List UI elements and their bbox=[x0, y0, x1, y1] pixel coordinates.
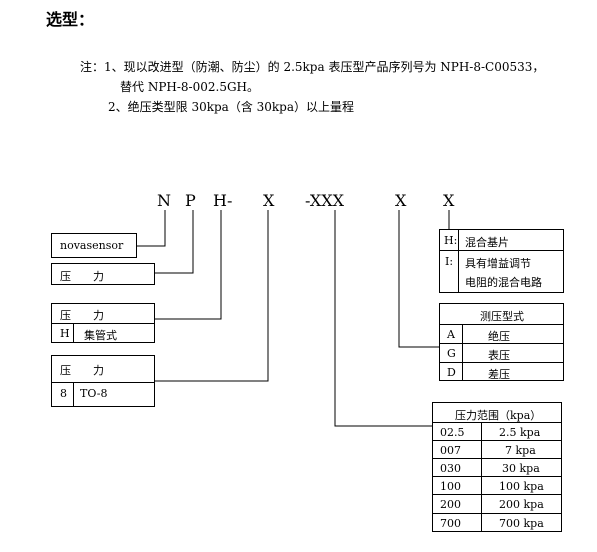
range-value: 7 kpa bbox=[505, 444, 536, 457]
range-code: 02.5 bbox=[440, 426, 465, 439]
code-letter-x3: X bbox=[443, 191, 455, 210]
note-line-3: 2、绝压类型限 30kpa（含 30kpa）以上量程 bbox=[108, 100, 355, 114]
col-divider bbox=[73, 323, 74, 342]
h-code: H bbox=[60, 327, 70, 340]
code-letter-x2: X bbox=[395, 191, 407, 210]
type-code-a: A bbox=[447, 328, 455, 341]
pressure-box-3: 压 力 8 TO-8 bbox=[51, 355, 155, 407]
col-divider bbox=[481, 422, 482, 531]
substrate-box: H: 混合基片 I: 具有增益调节 电阻的混合电路 bbox=[439, 229, 564, 293]
code-letter-h: H- bbox=[213, 191, 233, 210]
row-divider bbox=[440, 250, 563, 251]
substrate-i-code: I: bbox=[445, 255, 454, 268]
type-desc-d: 差压 bbox=[488, 368, 510, 381]
range-value: 2.5 kpa bbox=[499, 426, 541, 439]
code-letter-n: N bbox=[157, 191, 171, 210]
range-value: 100 kpa bbox=[499, 480, 544, 493]
eight-desc: TO-8 bbox=[80, 387, 108, 400]
type-code-g: G bbox=[447, 347, 456, 360]
row-divider bbox=[433, 422, 561, 423]
range-code: 700 bbox=[440, 517, 461, 530]
eight-code: 8 bbox=[60, 387, 67, 400]
row-divider bbox=[52, 323, 154, 324]
note-line-2: 替代 NPH-8-002.5GH。 bbox=[120, 80, 260, 94]
row-divider bbox=[433, 494, 561, 495]
row-divider bbox=[433, 476, 561, 477]
pressure-label-1: 压 力 bbox=[60, 270, 104, 283]
type-box: 测压型式 A 绝压 G 表压 D 差压 bbox=[439, 303, 564, 381]
type-desc-g: 表压 bbox=[488, 349, 510, 362]
range-box: 压力范围（kpa） 02.5 2.5 kpa 007 7 kpa 030 30 … bbox=[432, 402, 562, 532]
type-header: 测压型式 bbox=[480, 310, 524, 323]
pressure-box-2: 压 力 H 集管式 bbox=[51, 303, 155, 343]
pressure-box-1: 压 力 bbox=[51, 263, 155, 285]
range-header: 压力范围（kpa） bbox=[455, 409, 542, 422]
range-value: 700 kpa bbox=[499, 517, 544, 530]
code-letter-x1: X bbox=[263, 191, 275, 210]
page-heading: 选型： bbox=[46, 10, 95, 29]
range-code: 100 bbox=[440, 480, 461, 493]
col-divider bbox=[458, 230, 459, 292]
substrate-h-code: H: bbox=[444, 234, 458, 247]
row-divider bbox=[52, 382, 154, 383]
substrate-h-desc: 混合基片 bbox=[465, 236, 509, 249]
brand-box: novasensor bbox=[51, 233, 137, 258]
note-line-1: 注：1、现以改进型（防潮、防尘）的 2.5kpa 表压型产品序列号为 NPH-8… bbox=[80, 60, 545, 74]
substrate-i-desc-1: 具有增益调节 bbox=[465, 257, 531, 270]
range-code: 030 bbox=[440, 462, 461, 475]
code-xxx: -XXX bbox=[305, 191, 345, 210]
row-divider bbox=[440, 362, 563, 363]
brand-label: novasensor bbox=[60, 239, 124, 252]
pressure-label-2: 压 力 bbox=[60, 309, 104, 322]
row-divider bbox=[440, 324, 563, 325]
row-divider bbox=[433, 440, 561, 441]
range-code: 007 bbox=[440, 444, 461, 457]
range-value: 30 kpa bbox=[502, 462, 540, 475]
type-code-d: D bbox=[447, 366, 456, 379]
range-value: 200 kpa bbox=[499, 498, 544, 511]
h-desc: 集管式 bbox=[84, 329, 117, 342]
row-divider bbox=[440, 343, 563, 344]
col-divider bbox=[462, 324, 463, 380]
code-letter-p: P bbox=[185, 191, 196, 210]
pressure-label-3: 压 力 bbox=[60, 364, 104, 377]
row-divider bbox=[433, 458, 561, 459]
range-code: 200 bbox=[440, 498, 461, 511]
substrate-i-desc-2: 电阻的混合电路 bbox=[465, 276, 542, 289]
type-desc-a: 绝压 bbox=[488, 330, 510, 343]
col-divider bbox=[73, 382, 74, 406]
row-divider bbox=[433, 513, 561, 514]
